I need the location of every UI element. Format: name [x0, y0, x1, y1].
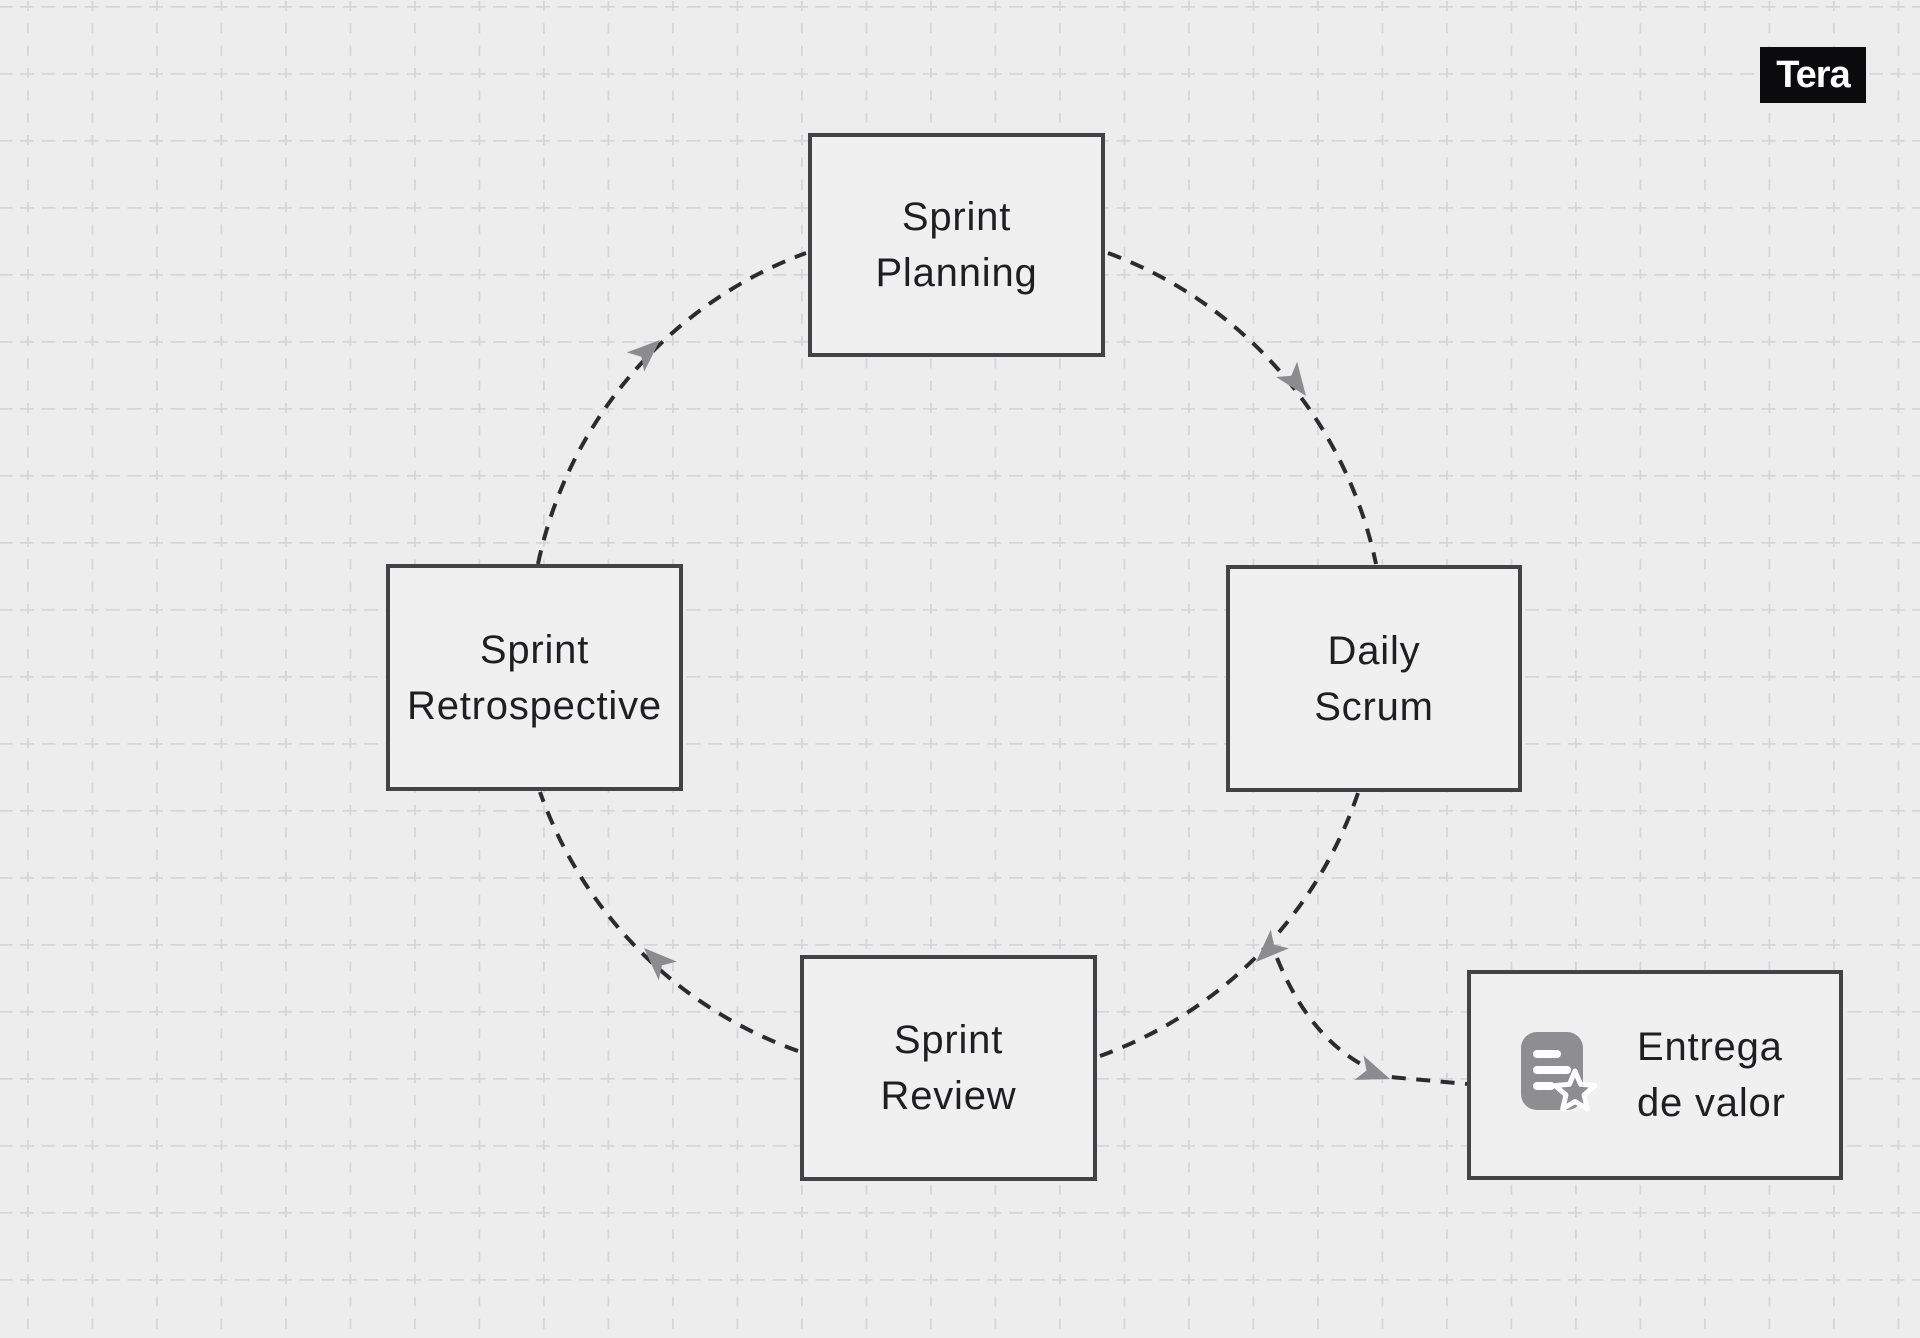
arrowhead-icon: [1276, 361, 1306, 396]
tera-logo-text: Tera: [1776, 53, 1850, 96]
edge-planning-to-daily-scrum: [1107, 251, 1378, 565]
node-label-line: Retrospective: [407, 683, 662, 728]
document-star-icon: [1519, 1030, 1603, 1120]
node-label-line: Sprint: [901, 195, 1012, 239]
node-label-line: Scrum: [1314, 684, 1434, 729]
node-label-line: de valor: [1637, 1081, 1786, 1125]
edge-daily-scrum-to-review: [1099, 792, 1360, 1058]
arrowhead-icon: [644, 948, 677, 981]
node-label-line: Review: [880, 1074, 1017, 1118]
node-sprint-review: Sprint Review: [800, 955, 1097, 1181]
edge-review-to-retrospective: [538, 791, 799, 1053]
arrowhead-icon: [1354, 1055, 1390, 1080]
node-label-line: Sprint: [893, 1018, 1004, 1062]
edge-retrospective-to-planning: [536, 251, 807, 565]
node-label-line: Entrega: [1637, 1025, 1783, 1069]
node-sprint-planning: Sprint Planning: [808, 133, 1105, 357]
arrowhead-icon: [1256, 929, 1289, 962]
tera-logo: Tera: [1760, 47, 1866, 103]
arrowhead-icon: [626, 340, 660, 372]
node-sprint-retrospective: Sprint Retrospective: [386, 564, 683, 791]
node-daily-scrum: Daily Scrum: [1226, 565, 1522, 792]
node-label-line: Daily: [1327, 628, 1421, 673]
node-entrega-de-valor: Entrega de valor: [1467, 970, 1843, 1180]
node-label-line: Planning: [875, 251, 1038, 295]
node-label-line: Sprint: [479, 627, 590, 672]
